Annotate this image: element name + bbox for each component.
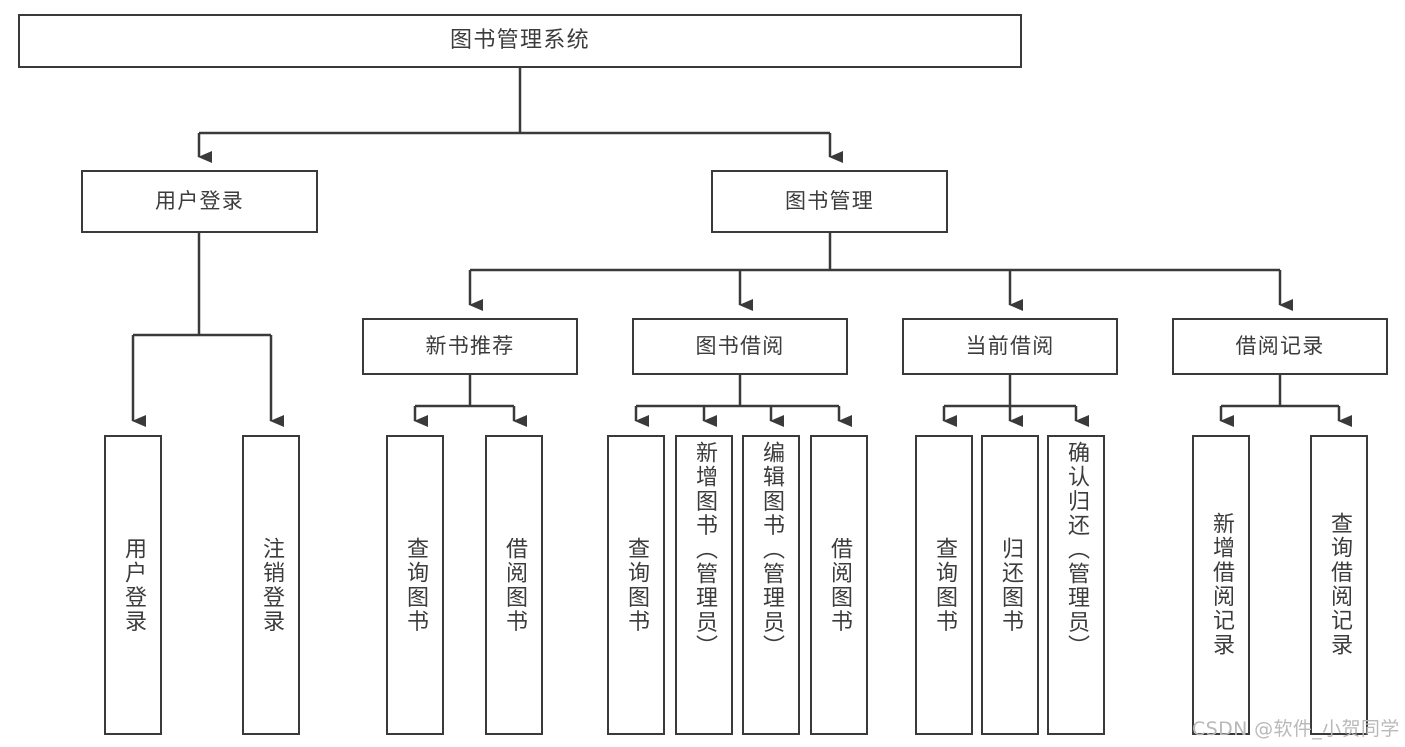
node-label: 当前借阅 bbox=[965, 334, 1055, 359]
node-label: 图书管理 bbox=[784, 189, 875, 214]
leaf-user-login-login[interactable]: 用户登录 bbox=[104, 435, 162, 735]
node-label: 新增图书（管理员） bbox=[692, 441, 717, 659]
leaf-current-borrow-query-book[interactable]: 查询图书 bbox=[915, 435, 973, 735]
node-label: 查询图书 bbox=[624, 536, 649, 634]
leaf-user-login-logout[interactable]: 注销登录 bbox=[242, 435, 300, 735]
leaf-new-book-recommend-query-book[interactable]: 查询图书 bbox=[386, 435, 444, 735]
leaf-new-book-recommend-borrow-book[interactable]: 借阅图书 bbox=[485, 435, 543, 735]
node-label: 借阅图书 bbox=[502, 536, 527, 634]
leaf-borrow-record-add-record[interactable]: 新增借阅记录 bbox=[1192, 435, 1250, 735]
node-label: 编辑图书（管理员） bbox=[759, 441, 784, 659]
node-label: 图书借阅 bbox=[695, 334, 785, 359]
node-borrow-record[interactable]: 借阅记录 bbox=[1172, 318, 1388, 375]
node-new-book-recommend[interactable]: 新书推荐 bbox=[362, 318, 578, 375]
leaf-current-borrow-return-book[interactable]: 归还图书 bbox=[981, 435, 1039, 735]
node-label: 新增借阅记录 bbox=[1209, 512, 1234, 658]
leaf-book-borrow-query-book[interactable]: 查询图书 bbox=[607, 435, 665, 735]
node-current-borrow[interactable]: 当前借阅 bbox=[902, 318, 1118, 375]
leaf-book-borrow-edit-book-admin[interactable]: 编辑图书（管理员） bbox=[742, 435, 800, 735]
leaf-book-borrow-add-book-admin[interactable]: 新增图书（管理员） bbox=[675, 435, 733, 735]
node-label: 用户登录 bbox=[121, 536, 146, 634]
leaf-book-borrow-borrow-book[interactable]: 借阅图书 bbox=[810, 435, 868, 735]
node-label: 查询借阅记录 bbox=[1327, 512, 1352, 658]
node-label: 新书推荐 bbox=[425, 334, 515, 359]
node-label: 注销登录 bbox=[259, 536, 284, 634]
leaf-current-borrow-confirm-return-admin[interactable]: 确认归还（管理员） bbox=[1047, 435, 1105, 735]
node-user-login[interactable]: 用户登录 bbox=[81, 170, 318, 233]
node-book-borrow[interactable]: 图书借阅 bbox=[632, 318, 848, 375]
node-label: 查询图书 bbox=[932, 536, 957, 634]
node-label: 图书管理系统 bbox=[450, 28, 590, 54]
node-label: 借阅图书 bbox=[827, 536, 852, 634]
node-label: 确认归还（管理员） bbox=[1064, 441, 1089, 659]
node-label: 查询图书 bbox=[403, 536, 428, 634]
node-label: 借阅记录 bbox=[1235, 334, 1325, 359]
node-book-management[interactable]: 图书管理 bbox=[711, 170, 948, 233]
node-label: 归还图书 bbox=[998, 536, 1023, 634]
node-label: 用户登录 bbox=[154, 189, 245, 214]
leaf-borrow-record-query-record[interactable]: 查询借阅记录 bbox=[1310, 435, 1368, 735]
node-root-book-management-system[interactable]: 图书管理系统 bbox=[18, 14, 1022, 68]
